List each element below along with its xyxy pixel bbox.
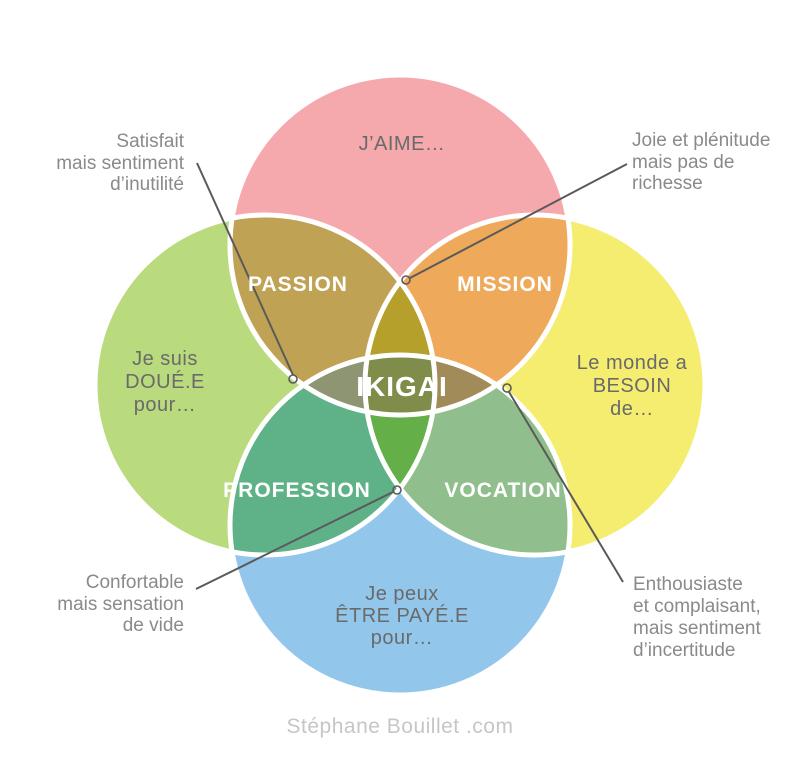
annotation-line-top-right <box>409 163 628 279</box>
profession-label: PROFESSION <box>223 479 371 502</box>
talent-circle-label: Je suis DOUÉ.E pour… <box>125 348 205 416</box>
annotation-bottom-right-line2: et complaisant, <box>633 596 761 617</box>
annotation-line-top-left <box>196 162 294 376</box>
need-circle-label-line2: BESOIN <box>593 375 672 397</box>
paid-circle-label-line2: ÊTRE PAYÉ.E <box>335 604 469 627</box>
paid-circle-label-line3: pour… <box>371 627 434 649</box>
annotation-bottom-left-line2: mais sensation <box>57 594 184 615</box>
annotation-bottom-left: Confortable mais sensation de vide <box>57 572 184 636</box>
annotation-dot-top-right <box>401 275 411 285</box>
annotation-top-left-line2: mais sentiment <box>56 153 184 174</box>
annotation-bottom-right: Enthousiaste et complaisant, mais sentim… <box>633 574 761 661</box>
paid-circle-label: Je peux ÊTRE PAYÉ.E pour… <box>335 583 469 649</box>
mission-label: MISSION <box>457 273 553 296</box>
need-circle-label: Le monde a BESOIN de… <box>577 352 688 420</box>
outline-paid-circle <box>227 352 573 698</box>
annotation-line-bottom-right <box>508 391 624 583</box>
need-circle-label-line1: Le monde a <box>577 352 688 374</box>
love-circle-label: J’AIME… <box>359 133 446 155</box>
outline-need-circle <box>362 212 708 558</box>
outline-love-circle <box>227 72 573 418</box>
annotation-top-right-line2: mais pas de <box>632 152 734 173</box>
talent-circle-label-line1: Je suis <box>132 348 198 370</box>
annotation-bottom-left-line1: Confortable <box>86 572 184 593</box>
annotation-top-right: Joie et plénitude mais pas de richesse <box>632 130 770 194</box>
annotation-top-right-line1: Joie et plénitude <box>632 130 770 151</box>
annotation-top-left-line3: d’inutilité <box>110 174 184 195</box>
annotation-bottom-left-line3: de vide <box>123 615 184 636</box>
annotation-bottom-right-line3: mais sentiment <box>633 618 761 639</box>
annotation-line-bottom-left <box>195 491 394 590</box>
annotation-dot-bottom-right <box>502 383 512 393</box>
annotation-top-right-line3: richesse <box>632 173 703 194</box>
ikigai-label: IKIGAI <box>356 371 448 402</box>
annotation-bottom-right-line1: Enthousiaste <box>633 574 743 595</box>
footer-credit: Stéphane Bouillet .com <box>287 715 514 738</box>
need-circle-label-line3: de… <box>610 398 654 420</box>
paid-circle-label-line1: Je peux <box>365 583 439 605</box>
annotation-top-left: Satisfait mais sentiment d’inutilité <box>56 131 184 195</box>
annotation-dot-top-left <box>288 374 298 384</box>
annotation-top-left-line1: Satisfait <box>116 131 184 152</box>
passion-label: PASSION <box>248 273 348 296</box>
annotation-dot-bottom-left <box>392 485 402 495</box>
talent-circle-label-line2: DOUÉ.E <box>125 370 205 393</box>
vocation-label: VOCATION <box>444 479 561 502</box>
annotation-bottom-right-line4: d’incertitude <box>633 640 735 661</box>
talent-circle-label-line3: pour… <box>134 394 197 416</box>
